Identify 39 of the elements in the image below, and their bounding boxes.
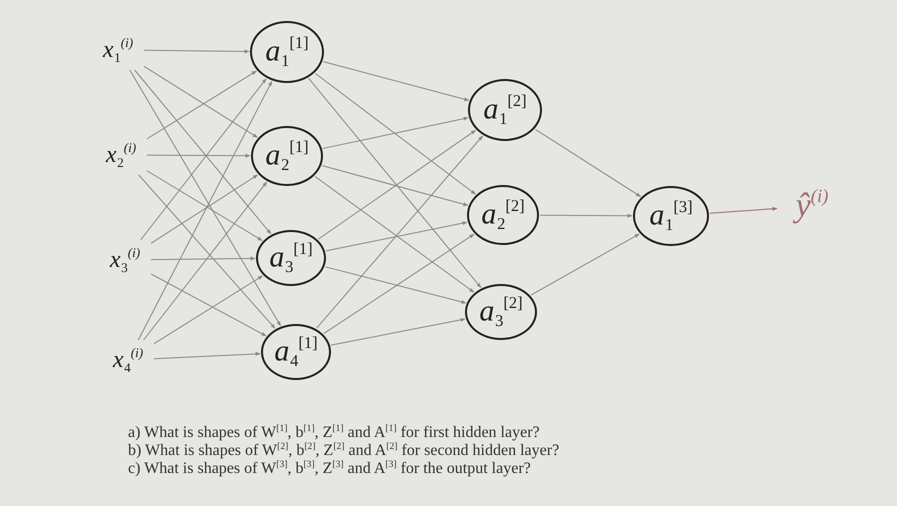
arrow: [150, 274, 267, 336]
arrow: [154, 352, 261, 360]
question-text: b) What is shapes of W$^{[2]}$, b$^{[2]}$, Z$^{[2]}$ and A$^{[2]}$ for second hidden layer?: [128, 440, 560, 460]
arrow: [318, 130, 476, 240]
neuron-circle: [256, 230, 326, 286]
neuron-circle: [261, 324, 331, 380]
arrow: [530, 233, 640, 296]
arrow: [322, 61, 470, 102]
arrow: [144, 50, 250, 54]
arrow: [330, 318, 466, 346]
question-text: c) What is shapes of W$^{[3]}$, b$^{[3]}$, Z$^{[3]}$ and A$^{[3]}$ for the output layer?: [128, 458, 531, 478]
arrow: [534, 128, 642, 198]
arrow: [140, 78, 267, 240]
arrow: [154, 275, 264, 344]
arrow: [324, 266, 466, 304]
neuron-circle: [250, 21, 324, 83]
arrow: [709, 206, 778, 214]
neuron-circle: [251, 126, 323, 186]
arrow: [143, 181, 268, 340]
arrow: [323, 234, 474, 334]
arrow: [138, 174, 276, 329]
arrow: [316, 135, 484, 329]
neuron-circle: [468, 79, 542, 141]
arrow: [314, 72, 476, 195]
arrow: [540, 214, 632, 218]
arrow: [146, 154, 250, 158]
arrow: [134, 70, 272, 234]
arrow: [308, 78, 482, 288]
question-text: a) What is shapes of W$^{[1]}$, b$^{[1]}$, Z$^{[1]}$ and A$^{[1]}$ for first hidden layer?: [128, 422, 540, 442]
neuron-circle: [467, 185, 539, 245]
arrow: [150, 256, 256, 260]
arrow: [314, 176, 474, 293]
arrow: [129, 70, 282, 326]
arrow: [138, 80, 272, 340]
arrow: [325, 221, 468, 252]
neuron-circle: [633, 186, 709, 246]
arrow: [322, 116, 469, 149]
arrow: [322, 165, 468, 206]
neuron-circle: [465, 284, 537, 340]
